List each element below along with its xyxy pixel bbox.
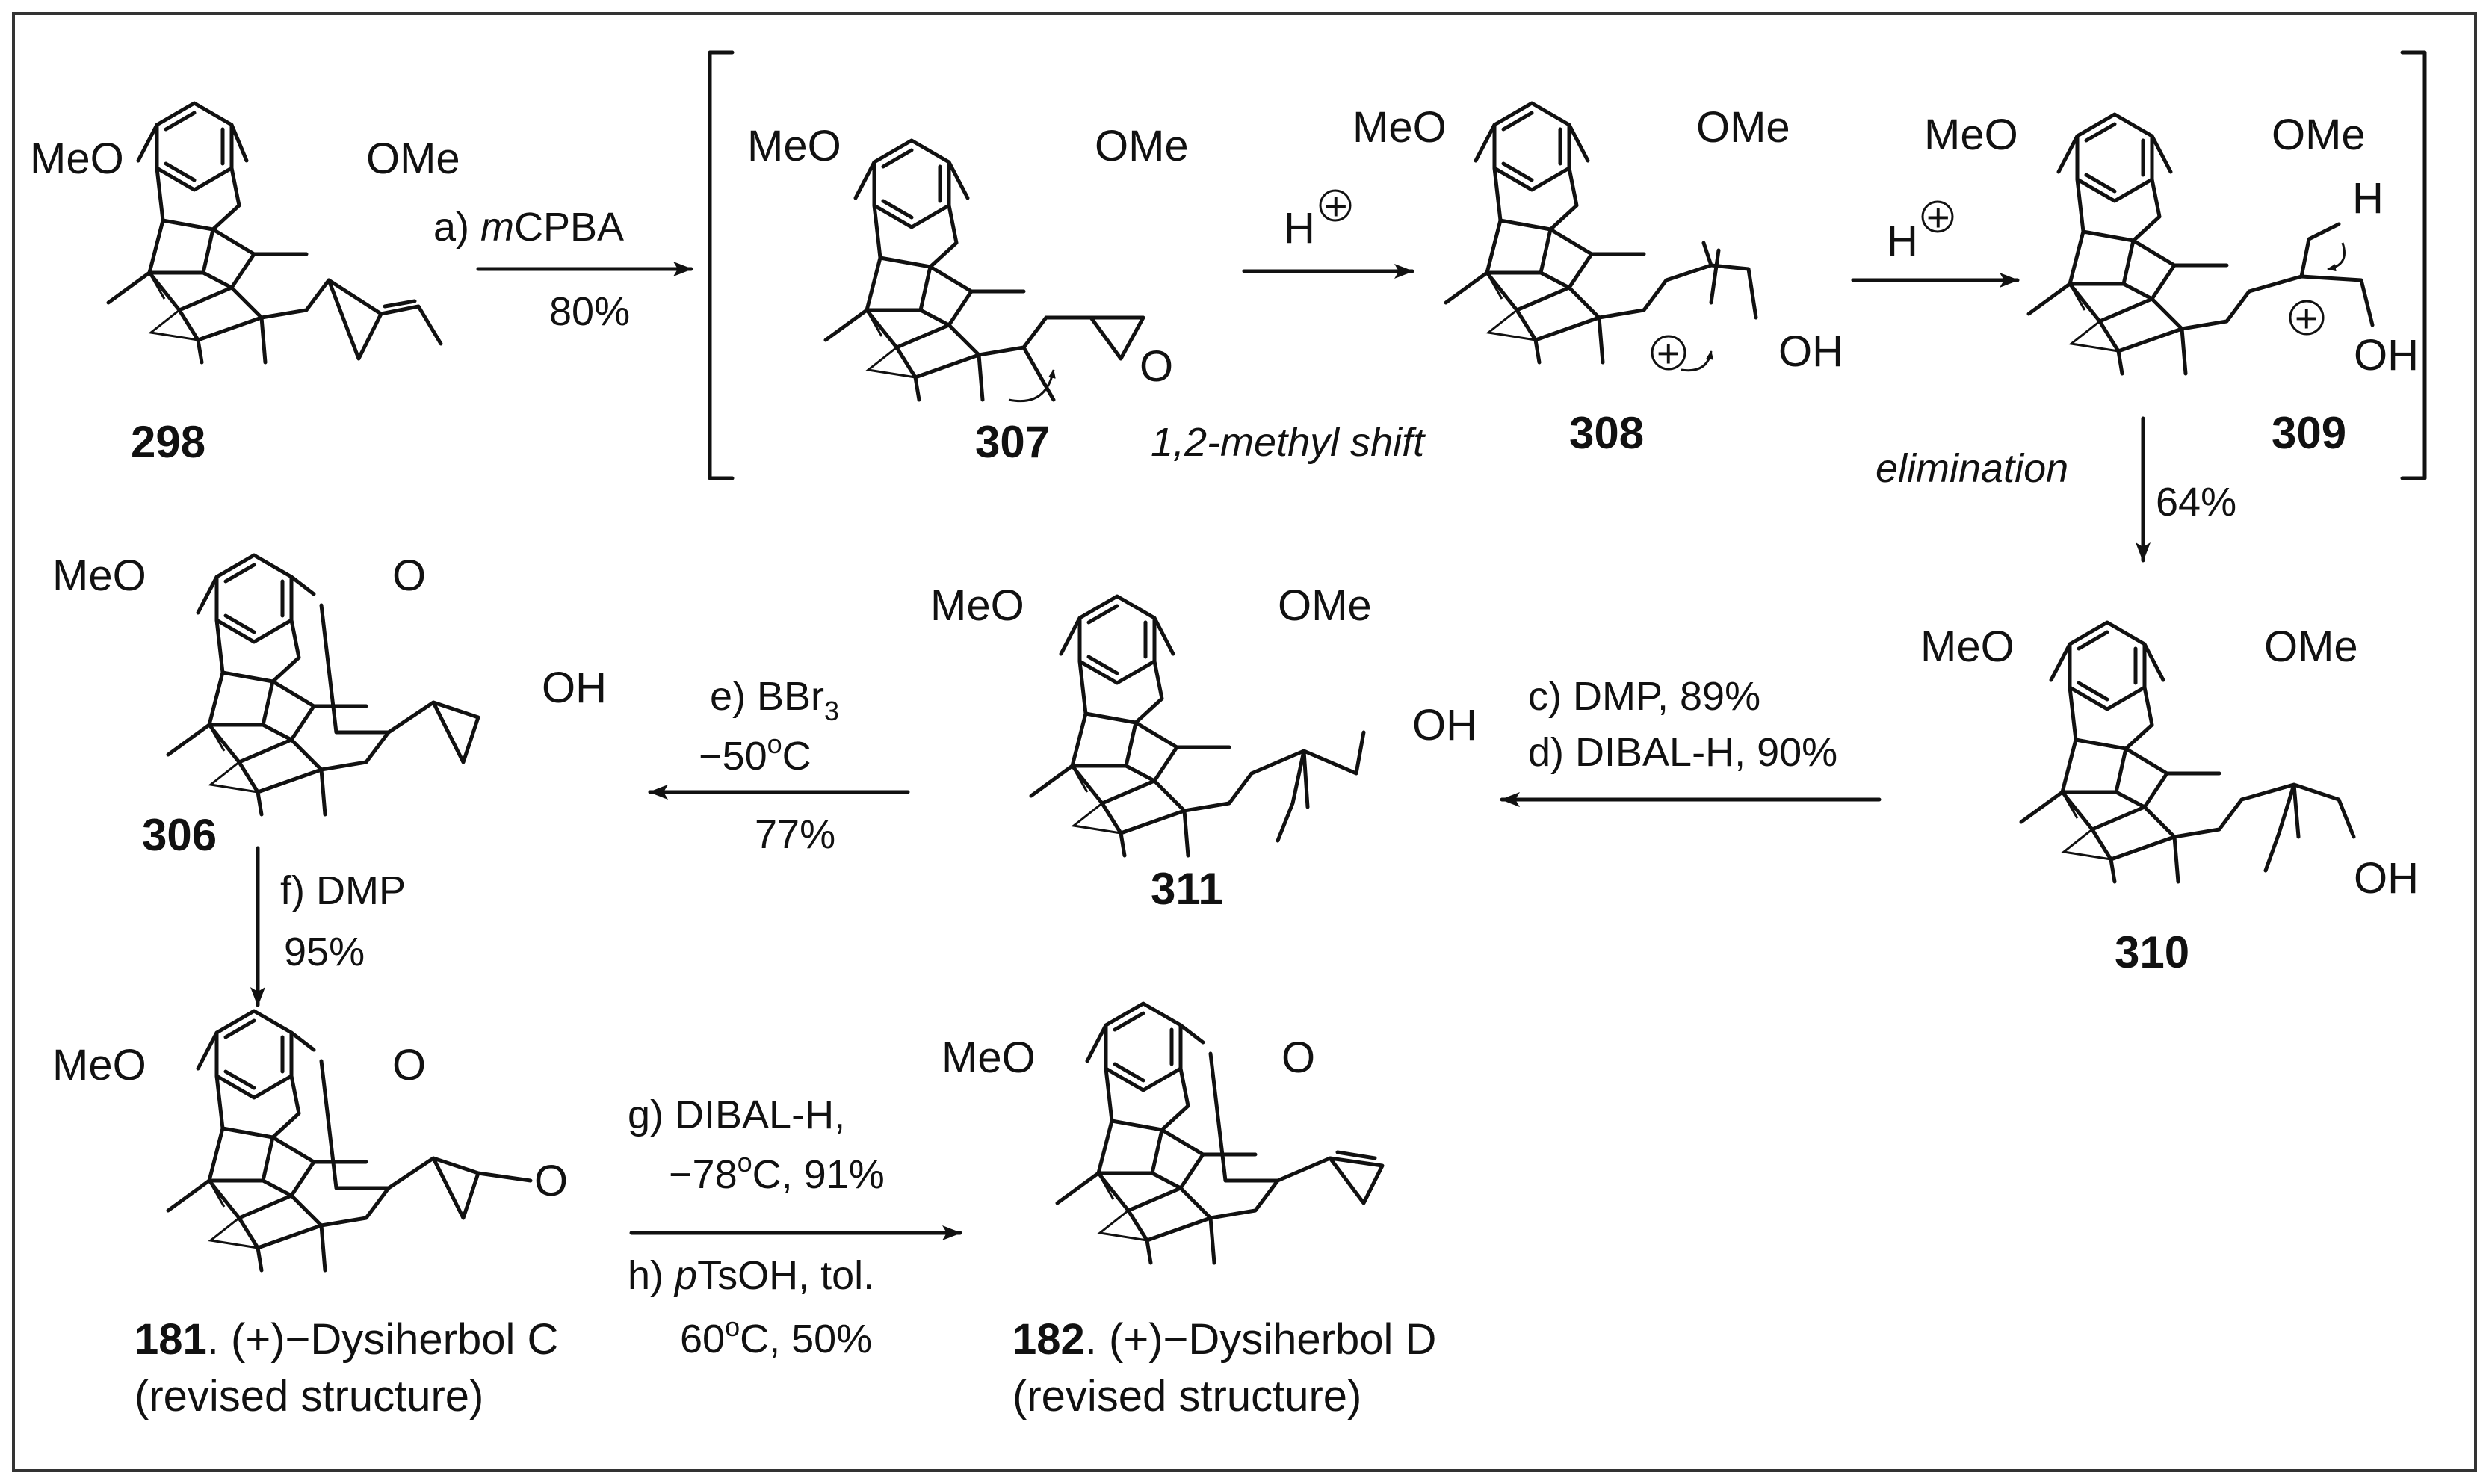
c310-label: 310 <box>2115 927 2189 977</box>
h1-charge: + <box>1324 184 1348 229</box>
c307-epoxide-o: O <box>1140 342 1173 391</box>
c306-oh: OH <box>542 664 607 712</box>
c181-meo: MeO <box>52 1041 146 1089</box>
c308-meo: MeO <box>1352 103 1447 152</box>
methyl-shift-label: 1,2-methyl shift <box>1151 420 1426 465</box>
compound-306 <box>168 555 480 814</box>
yield-64: 64% <box>2156 480 2236 525</box>
step-gh-line1: g) DIBAL-H, <box>628 1092 845 1137</box>
c309-label: 309 <box>2272 408 2346 458</box>
step-gh-line2: −78oC, 91% <box>669 1147 885 1197</box>
c308-oh: OH <box>1778 327 1843 376</box>
c309-h: H <box>2352 174 2384 223</box>
step-f-line2: 95% <box>284 930 365 974</box>
compound-298 <box>108 103 443 362</box>
elimination-label: elimination <box>1876 446 2068 491</box>
h1-charge-circle <box>1319 189 1352 222</box>
h2-charge: + <box>1926 195 1950 240</box>
compound-308 <box>1446 103 1758 372</box>
compound-182 <box>1057 1004 1385 1263</box>
step-e-line1: e) BBr3 <box>710 674 839 726</box>
c309-cation: + <box>2295 296 2319 341</box>
compound-181 <box>168 1011 533 1270</box>
c308-cation: + <box>1657 331 1681 376</box>
c311-ome: OMe <box>1278 581 1372 630</box>
step-f-line1: f) DMP <box>280 868 406 913</box>
c309-ome: OMe <box>2272 111 2366 159</box>
bracket-left <box>708 50 735 480</box>
step-cd-line1: c) DMP, 89% <box>1528 674 1760 719</box>
c311-label: 311 <box>1151 864 1223 914</box>
c181-title: 181. (+)−Dysiherbol C <box>135 1315 558 1364</box>
c181-ring-o: O <box>392 1041 426 1089</box>
h2-charge-circle <box>1921 200 1954 233</box>
scheme-frame <box>12 12 2477 1472</box>
c311-meo: MeO <box>930 581 1024 630</box>
c298-meo: MeO <box>30 135 124 183</box>
c307-ome: OMe <box>1095 122 1189 170</box>
c310-ome: OMe <box>2264 622 2358 671</box>
h1-h: H <box>1284 204 1315 253</box>
c306-ring-o: O <box>392 551 426 600</box>
c308-ome: OMe <box>1696 103 1790 152</box>
compound-311 <box>1031 596 1366 856</box>
compound-307 <box>826 140 1145 403</box>
c182-ring-o: O <box>1281 1033 1315 1082</box>
c309-cation-circle <box>2289 300 2325 336</box>
step-gh-line3: h) pTsOH, tol. <box>628 1253 874 1298</box>
c306-meo: MeO <box>52 551 146 600</box>
c307-label: 307 <box>975 417 1050 467</box>
c298-ome: OMe <box>366 135 460 183</box>
c310-oh: OH <box>2354 854 2419 903</box>
c181-ketone-o: O <box>534 1157 568 1205</box>
c181-note: (revised structure) <box>135 1372 483 1420</box>
step-cd-line2: d) DIBAL-H, 90% <box>1528 730 1837 775</box>
step-a-line1: a) mCPBA <box>433 205 624 250</box>
compound-309 <box>2029 114 2375 374</box>
c309-oh: OH <box>2354 331 2419 380</box>
c306-label: 306 <box>142 810 217 860</box>
step-gh-line4: 60oC, 50% <box>680 1311 872 1361</box>
c308-label: 308 <box>1569 408 1644 458</box>
compound-310 <box>2021 622 2356 882</box>
bracket-right <box>2400 50 2427 480</box>
c298-label: 298 <box>131 417 205 467</box>
c182-title: 182. (+)−Dysiherbol D <box>1012 1315 1436 1364</box>
c182-meo: MeO <box>942 1033 1036 1082</box>
h2-h: H <box>1887 217 1918 265</box>
step-e-line2: −50oC <box>699 729 811 779</box>
step-e-line3: 77% <box>755 812 835 857</box>
c308-cation-circle <box>1651 335 1686 371</box>
c182-note: (revised structure) <box>1012 1372 1361 1420</box>
step-a-line2: 80% <box>549 289 630 334</box>
c307-meo: MeO <box>747 122 841 170</box>
c309-meo: MeO <box>1924 111 2018 159</box>
c311-oh: OH <box>1412 701 1477 749</box>
c310-meo: MeO <box>1920 622 2015 671</box>
